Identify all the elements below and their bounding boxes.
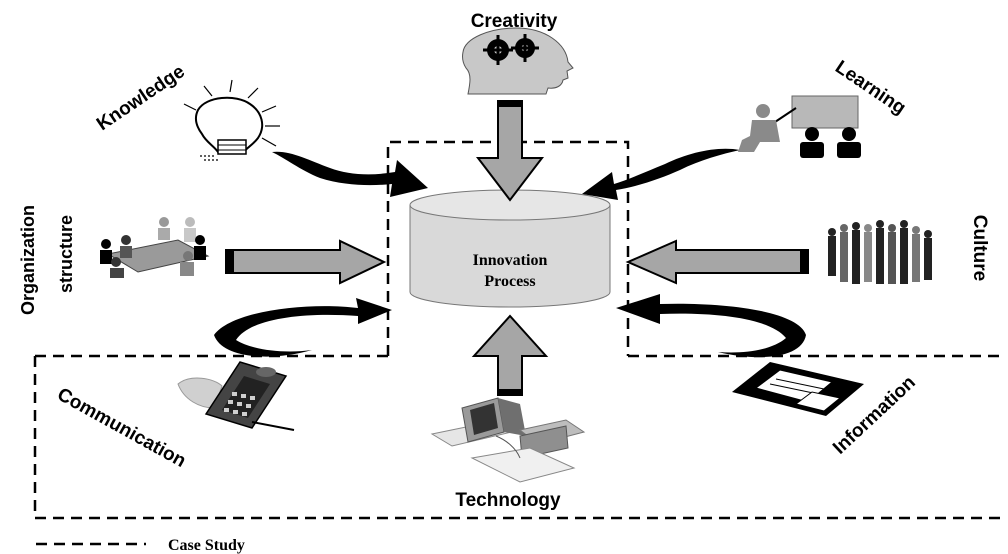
organization-structure-label-line1: Organization <box>18 205 38 315</box>
learning-curved-arrow <box>582 148 740 200</box>
innovation-process-line2: Process <box>484 273 535 290</box>
mobile-phone-icon <box>177 361 295 431</box>
crowd-of-people-icon <box>828 220 932 284</box>
legend: Case Study <box>36 537 245 554</box>
meeting-table-icon <box>100 217 210 278</box>
information-curved-arrow <box>616 294 806 358</box>
computer-icon <box>430 397 586 483</box>
culture-arrow <box>625 239 809 285</box>
creativity-arrow-cap <box>498 101 522 107</box>
floppy-disk-icon <box>732 362 864 416</box>
communication-label: Communication <box>54 384 190 472</box>
creativity-arrow <box>475 100 545 202</box>
organization-arrow-cap <box>226 250 234 273</box>
learning-classroom-icon <box>738 95 861 158</box>
innovation-process-line1: Innovation <box>473 252 548 269</box>
creativity-head-gears-icon <box>461 27 574 95</box>
technology-arrow <box>471 314 549 396</box>
legend-case-study-label: Case Study <box>168 537 245 554</box>
organization-structure-arrow <box>225 239 387 285</box>
innovation-process-cylinder: Innovation Process <box>409 189 611 308</box>
light-bulb-icon <box>183 79 280 161</box>
case-study-dashed-boundary <box>33 354 1004 520</box>
organization-structure-label-line2: structure <box>56 215 76 293</box>
communication-curved-arrow <box>214 298 392 357</box>
knowledge-curved-arrow <box>272 151 428 197</box>
culture-arrow-cap <box>800 250 808 273</box>
technology-arrow-cap <box>498 389 522 395</box>
technology-label: Technology <box>455 490 561 511</box>
culture-label: Culture <box>969 215 990 282</box>
knowledge-label: Knowledge <box>93 61 189 135</box>
creativity-label: Creativity <box>471 11 558 32</box>
